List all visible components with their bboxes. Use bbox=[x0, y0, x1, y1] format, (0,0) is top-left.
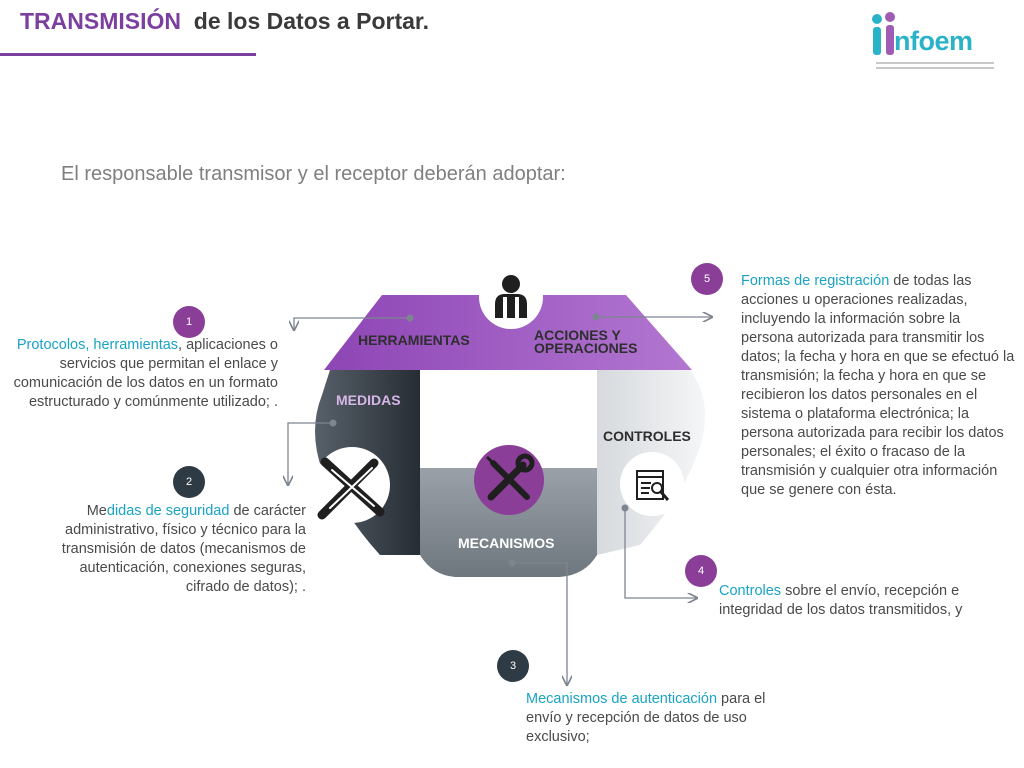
item-1-highlight: Protocolos, herramientas bbox=[16, 337, 179, 353]
logo-mark-icon bbox=[872, 12, 994, 69]
label-acciones: ACCIONES Y OPERACIONES bbox=[534, 327, 638, 356]
item-2-description: Medidas de seguridad de carácter adminis… bbox=[40, 502, 306, 597]
label-mecanismos: MECANISMOS bbox=[458, 535, 555, 551]
connector-1 bbox=[294, 317, 410, 330]
item-1-description: Protocolos, herramientas, aplicaciones o… bbox=[6, 336, 278, 412]
item-3-description: Mecanismos de autenticación para el enví… bbox=[526, 690, 801, 747]
item-1-text: , aplicaciones o servicios que permitan … bbox=[13, 337, 278, 410]
infoem-logo: nfoem bbox=[868, 12, 998, 74]
logo-wordmark: nfoem bbox=[894, 26, 973, 56]
inspection-document-icon bbox=[636, 470, 670, 501]
item-2-highlight: didas de seguridad bbox=[106, 503, 230, 519]
item-3-text: para el envío y recepción de datos de us… bbox=[526, 691, 766, 745]
subtitle: El responsable transmisor y el receptor … bbox=[61, 163, 566, 185]
title-emphasis: TRANSMISIÓN bbox=[20, 8, 181, 34]
item-5-description: Formas de registración de todas las acci… bbox=[741, 272, 1016, 500]
segment-herramientas-acciones bbox=[324, 295, 692, 370]
item-5-text: de todas las acciones u operaciones real… bbox=[741, 273, 1015, 498]
label-herramientas: HERRAMIENTAS bbox=[358, 332, 470, 348]
badge-1: 1 bbox=[173, 306, 205, 338]
title-rest: de los Datos a Portar. bbox=[193, 8, 429, 34]
badge-5: 5 bbox=[691, 263, 723, 295]
label-controles: CONTROLES bbox=[603, 428, 691, 444]
segment-mecanismos bbox=[420, 468, 597, 577]
page-title: TRANSMISIÓN de los Datos a Portar. bbox=[20, 8, 429, 35]
item-5-highlight: Formas de registración bbox=[741, 273, 890, 289]
item-4-highlight: Controles bbox=[719, 583, 782, 599]
item-3-highlight: Mecanismos de autenticación bbox=[526, 691, 718, 707]
connector-4 bbox=[624, 508, 697, 598]
item-4-text: sobre el envío, recepción e integridad d… bbox=[719, 583, 963, 618]
person-icon bbox=[495, 275, 527, 318]
connector-2 bbox=[288, 422, 333, 485]
badge-2: 2 bbox=[173, 466, 205, 498]
item-4-description: Controles sobre el envío, recepción e in… bbox=[719, 582, 1009, 620]
label-medidas: MEDIDAS bbox=[336, 392, 401, 408]
item-2-text: de carácter administrativo, físico y téc… bbox=[61, 503, 306, 595]
wrench-screwdriver-icon bbox=[486, 453, 535, 501]
item-2-prefix: Me bbox=[86, 503, 107, 519]
label-acciones-line2: OPERACIONES bbox=[534, 340, 638, 356]
badge-3: 3 bbox=[497, 650, 529, 682]
label-acciones-line1: ACCIONES Y bbox=[534, 327, 621, 343]
controls-circle bbox=[620, 452, 684, 516]
title-underline bbox=[0, 53, 256, 56]
connector-3 bbox=[512, 562, 567, 685]
badge-4: 4 bbox=[685, 555, 717, 587]
tools-ruler-pencil-icon bbox=[317, 457, 385, 520]
